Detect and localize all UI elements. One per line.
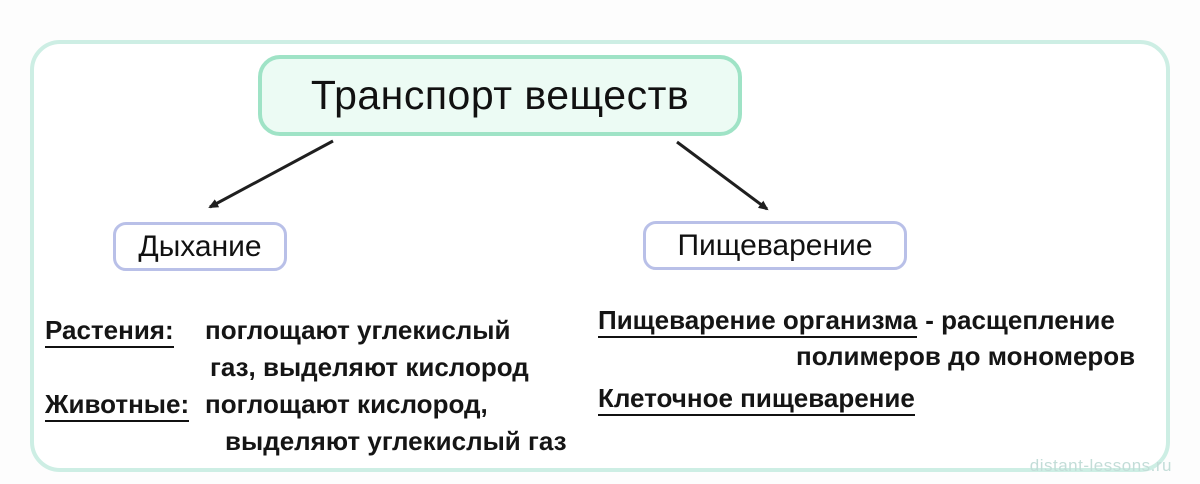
plants-desc-line1: поглощают углекислый <box>205 315 511 345</box>
diagram-title: Транспорт веществ <box>310 72 690 118</box>
organism-row: Пищеварение организма- расщепление <box>598 302 1135 338</box>
animals-term: Животные: <box>45 389 190 422</box>
node-digestion-label: Пищеварение <box>677 228 873 262</box>
animals-row: Животные: поглощают кислород, <box>45 386 567 423</box>
cellular-term: Клеточное пищеварение <box>598 383 915 416</box>
node-breathing-label: Дыхание <box>138 229 262 263</box>
animals-desc-line1: поглощают кислород, <box>205 389 488 419</box>
node-digestion: Пищеварение <box>643 221 907 270</box>
node-breathing: Дыхание <box>113 222 287 271</box>
organism-row-cont: полимеров до мономеров <box>796 338 1135 374</box>
organism-desc: - расщепление <box>925 305 1115 335</box>
title-node: Транспорт веществ <box>258 55 742 136</box>
animals-row-cont: выделяют углекислый газ <box>225 423 567 460</box>
breathing-notes: Растения: поглощают углекислый газ, выдел… <box>45 312 567 460</box>
cellular-row: Клеточное пищеварение <box>598 380 1135 416</box>
organism-desc-line2: полимеров до мономеров <box>796 341 1136 371</box>
watermark: distant-lessons.ru <box>1029 456 1172 475</box>
plants-desc-line2: газ, выделяют кислород <box>210 352 529 382</box>
animals-desc-line2: выделяют углекислый газ <box>225 426 567 456</box>
plants-term-cell: Растения: <box>45 312 205 349</box>
digestion-notes: Пищеварение организма- расщепление полим… <box>598 302 1135 416</box>
plants-row-cont: газ, выделяют кислород <box>210 349 567 386</box>
plants-row: Растения: поглощают углекислый <box>45 312 567 349</box>
animals-term-cell: Животные: <box>45 386 205 423</box>
plants-term: Растения: <box>45 315 174 348</box>
organism-term: Пищеварение организма <box>598 305 918 338</box>
